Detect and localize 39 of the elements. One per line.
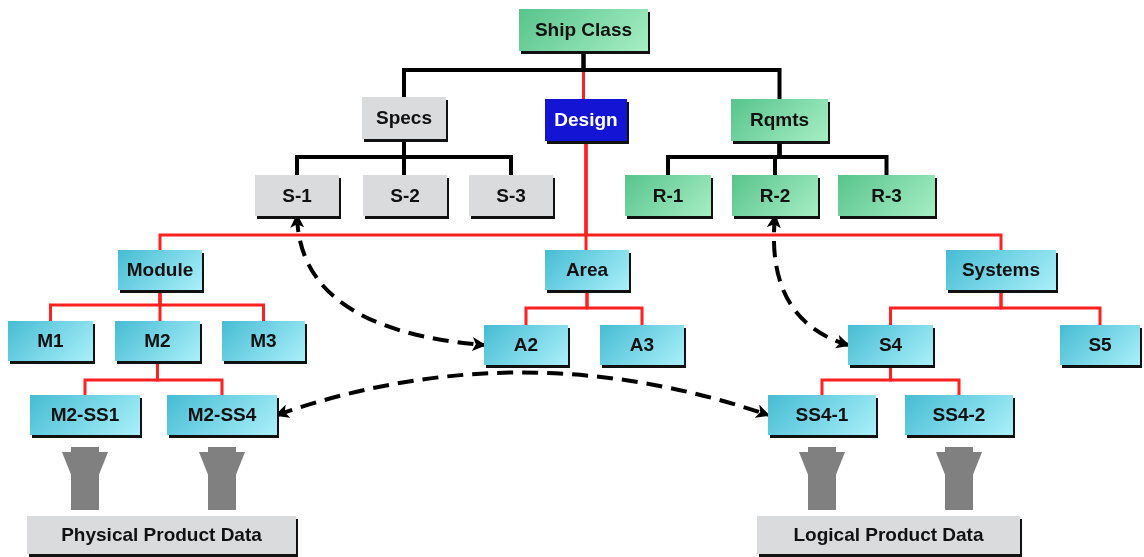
hierarchy-box: M2-SS4 — [167, 395, 277, 435]
hierarchy-box: R-2 — [732, 175, 818, 216]
hierarchy-box: SS4-1 — [768, 395, 876, 435]
block-arrow — [936, 447, 982, 510]
hierarchy-box: A3 — [600, 325, 684, 365]
hierarchy-box: S-3 — [469, 175, 553, 216]
data-box: Logical Product Data — [757, 516, 1020, 554]
tree-connector — [889, 365, 961, 395]
tree-connector — [777, 141, 889, 175]
data-box: Physical Product Data — [27, 516, 296, 554]
tree-connector — [158, 290, 265, 321]
hierarchy-box: S5 — [1060, 325, 1140, 365]
hierarchy-box: SS4-2 — [905, 395, 1013, 435]
tree-connector — [402, 139, 513, 175]
hierarchy-box: Specs — [362, 97, 446, 139]
block-arrow — [62, 447, 108, 510]
block-arrow — [799, 447, 845, 510]
hierarchy-box: M3 — [222, 321, 305, 361]
tree-connector — [581, 51, 782, 99]
hierarchy-box: M2 — [115, 321, 200, 361]
hierarchy-box: R-3 — [838, 175, 935, 216]
hierarchy-box: M1 — [8, 321, 93, 361]
hierarchy-box: Design — [545, 99, 627, 141]
hierarchy-box: Area — [545, 250, 629, 290]
tree-connector — [585, 290, 644, 325]
hierarchy-box: Rqmts — [731, 99, 828, 141]
block-arrow — [199, 447, 245, 510]
hierarchy-box: Systems — [946, 250, 1056, 290]
hierarchy-box: Ship Class — [519, 9, 648, 51]
hierarchy-box: S4 — [848, 325, 933, 365]
tree-connector — [156, 361, 224, 395]
tree-connector — [999, 290, 1102, 325]
hierarchy-box: Module — [118, 250, 202, 290]
tree-connector — [584, 141, 1003, 250]
hierarchy-box: R-1 — [625, 175, 711, 216]
hierarchy-box: S-2 — [363, 175, 447, 216]
hierarchy-box: M2-SS1 — [30, 395, 140, 435]
hierarchy-box: S-1 — [255, 175, 339, 216]
hierarchy-box: A2 — [484, 325, 568, 365]
